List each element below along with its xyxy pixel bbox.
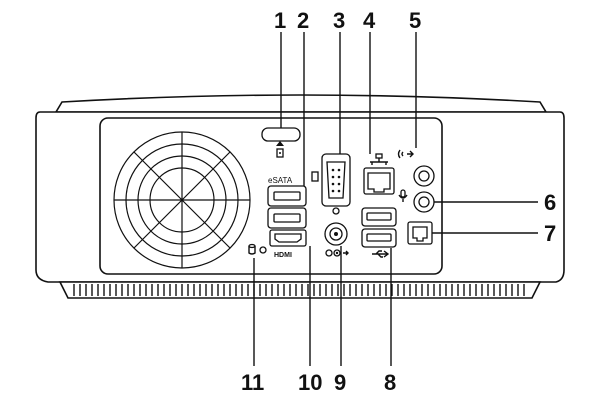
callout-7: 7 <box>544 221 556 246</box>
usb-port-left[interactable] <box>267 207 307 229</box>
esata-label: eSATA <box>268 176 293 185</box>
eject-icon <box>276 141 284 158</box>
callout-numbers: 1 2 3 4 5 6 7 8 9 10 11 <box>241 8 556 395</box>
callout-10: 10 <box>298 370 322 395</box>
callout-6: 6 <box>544 190 556 215</box>
base-vents <box>73 284 525 296</box>
usb-port-right-bottom[interactable] <box>361 228 397 248</box>
callout-11: 11 <box>241 370 264 395</box>
fan-grille <box>113 131 251 269</box>
modem-port[interactable] <box>407 221 433 245</box>
dc-power-icon <box>325 249 349 257</box>
microphone-icon <box>398 189 408 202</box>
esata-port[interactable]: eSATA <box>267 176 307 207</box>
leader-lines <box>253 32 538 366</box>
hard-drive-icon <box>248 243 256 255</box>
usb-icon <box>372 250 390 258</box>
callout-4: 4 <box>363 8 376 33</box>
hdmi-port[interactable]: HDMI <box>269 229 307 259</box>
callout-2: 2 <box>297 8 309 33</box>
usb-port-right-top[interactable] <box>361 207 397 227</box>
power-connector[interactable] <box>324 222 348 246</box>
eject-slot[interactable] <box>261 127 301 142</box>
callout-9: 9 <box>334 370 346 395</box>
network-icon <box>370 153 388 165</box>
power-light-icon <box>259 246 267 254</box>
vga-port[interactable] <box>321 153 351 215</box>
hdmi-label: HDMI <box>274 252 292 259</box>
callout-1: 1 <box>274 8 286 33</box>
network-port[interactable] <box>363 167 395 195</box>
callout-3: 3 <box>333 8 345 33</box>
audio-out-jack[interactable] <box>413 165 435 187</box>
mic-jack[interactable] <box>413 191 435 213</box>
speaker-icon <box>397 149 414 159</box>
callout-5: 5 <box>409 8 421 33</box>
monitor-icon <box>311 171 319 182</box>
callout-8: 8 <box>384 370 396 395</box>
